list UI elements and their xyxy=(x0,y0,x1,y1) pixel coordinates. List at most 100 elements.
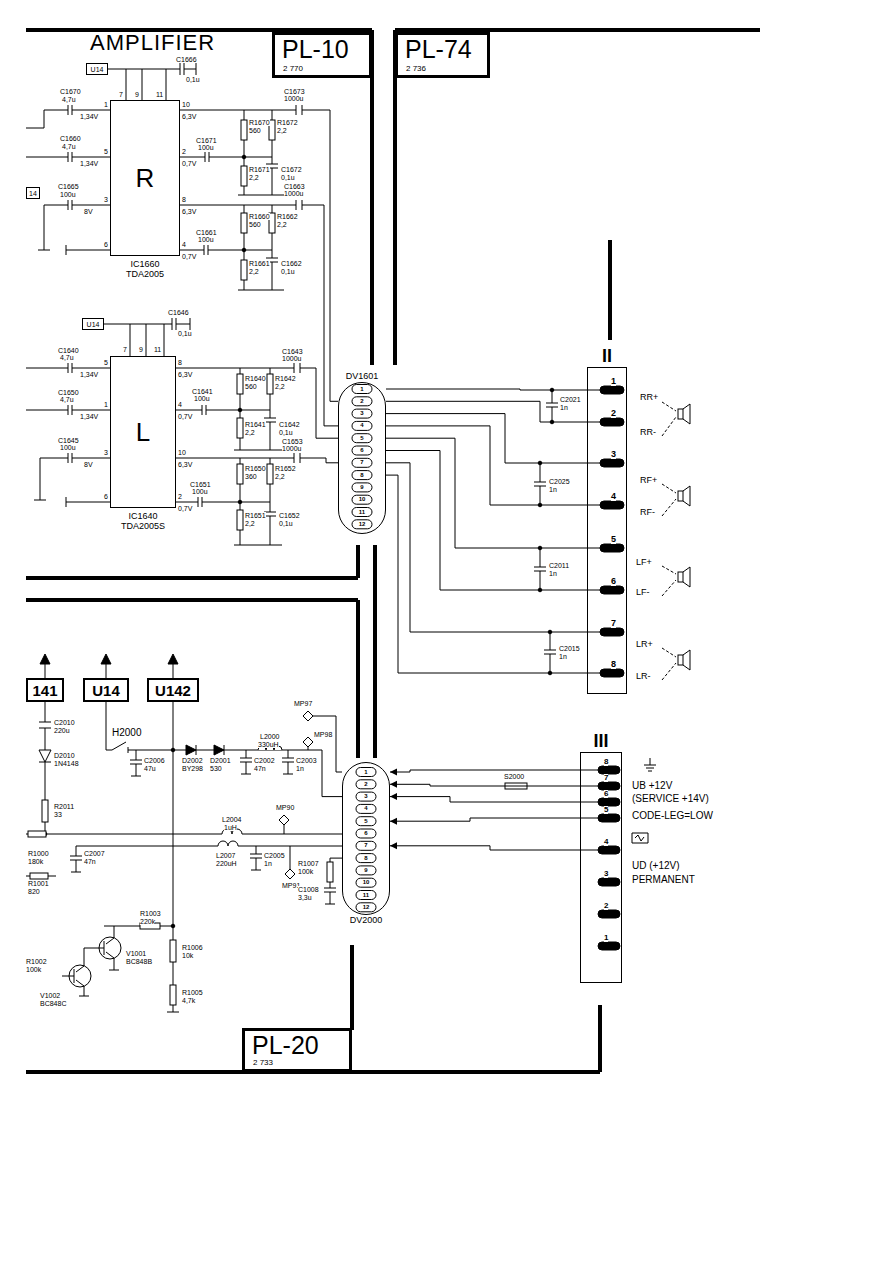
wire-connector xyxy=(386,389,587,390)
junction-dot xyxy=(242,248,246,252)
part-label: 3 xyxy=(104,449,108,456)
part-label: R1003 xyxy=(140,910,161,917)
resistor-symbol xyxy=(237,120,275,530)
part-label: 0,7V xyxy=(182,253,196,260)
connector-pad xyxy=(598,878,620,886)
part-label: LF+ xyxy=(636,558,652,567)
capacitor-symbol xyxy=(68,63,558,673)
pin-number: 5 xyxy=(604,806,608,814)
connector-pad xyxy=(352,483,372,492)
wire-connector xyxy=(390,769,580,776)
pin-number: 6 xyxy=(604,790,608,798)
part-label: R1642 xyxy=(275,375,296,382)
arrowhead xyxy=(390,781,397,788)
pin-number: 6 xyxy=(611,577,616,586)
part-label: C2006 xyxy=(144,757,165,764)
part-label: 2,2 xyxy=(245,429,255,436)
component-symbol xyxy=(186,745,224,755)
part-label: R1006 xyxy=(182,944,203,951)
speaker-symbol xyxy=(662,402,690,680)
wire xyxy=(390,797,580,802)
wire xyxy=(386,475,587,673)
connector-pad xyxy=(352,434,372,443)
part-label: 7 xyxy=(123,346,127,353)
component-symbol xyxy=(28,711,656,1005)
part-label: 0,7V xyxy=(178,505,192,512)
part-label: 100u xyxy=(198,236,214,243)
node-text: PL-74 xyxy=(405,37,472,62)
part-label: LR- xyxy=(636,672,651,681)
part-label: R1662 xyxy=(277,213,298,220)
connector-pad xyxy=(587,390,600,673)
wire xyxy=(26,318,338,545)
pin-number: 7 xyxy=(604,774,608,782)
wire-connector xyxy=(386,475,587,673)
part-label: 530 xyxy=(210,765,222,772)
resistor-symbol xyxy=(267,464,273,484)
connector-pad xyxy=(598,766,620,774)
arrowhead xyxy=(390,818,397,825)
part-label: 1,34V xyxy=(80,113,98,120)
connector-pad xyxy=(352,508,372,517)
part-label: C1646 xyxy=(168,309,189,316)
part-label: C1662 xyxy=(281,260,302,267)
part-label: 9 xyxy=(139,346,143,353)
resistor-symbol xyxy=(241,166,247,186)
part-label: C2015 xyxy=(559,645,580,652)
part-label: 5 xyxy=(104,148,108,155)
wire xyxy=(390,784,580,786)
part-label: 1000u xyxy=(284,95,303,102)
resistor-symbol xyxy=(237,510,243,530)
node-heading: 2 733 xyxy=(253,1059,273,1067)
part-label: 2,2 xyxy=(245,520,255,527)
part-label: R1002 xyxy=(26,958,47,965)
pin-number: 9 xyxy=(364,867,367,873)
capacitor-symbol xyxy=(68,318,300,516)
part-label: 47n xyxy=(254,765,266,772)
part-label: V1001 xyxy=(126,950,146,957)
component-symbol xyxy=(69,965,91,987)
pin-number: 2 xyxy=(611,409,616,418)
speaker-symbol xyxy=(683,404,690,424)
part-label: C2005 xyxy=(264,852,285,859)
node-text: III xyxy=(593,732,608,750)
node-heading: IC1640 TDA2005S xyxy=(121,511,165,532)
connector-pad xyxy=(356,891,376,900)
node-text: II xyxy=(602,347,612,365)
part-label: 1,34V xyxy=(80,371,98,378)
part-label: H2000 xyxy=(112,728,141,738)
wire xyxy=(390,846,580,850)
pin-number: 8 xyxy=(611,660,616,669)
wire-connector xyxy=(390,781,580,788)
part-label: LF- xyxy=(636,588,650,597)
part-label: 6,3V xyxy=(178,461,192,468)
part-label: 0,1u xyxy=(178,330,192,337)
supply-box: U14 xyxy=(86,63,108,75)
part-label: (SERVICE +14V) xyxy=(632,794,709,804)
supply-box: 141 xyxy=(26,678,64,702)
part-label: C1640 xyxy=(58,347,79,354)
part-label: 1,34V xyxy=(80,413,98,420)
part-label: 2,2 xyxy=(249,174,259,181)
wire xyxy=(390,770,580,772)
resistor-symbol xyxy=(237,418,243,438)
wire xyxy=(39,702,342,834)
node-text: PL-10 xyxy=(282,37,349,62)
component-symbol xyxy=(30,873,48,879)
pin-number: 3 xyxy=(611,450,616,459)
pin-number: 7 xyxy=(364,842,367,848)
connector-pad xyxy=(356,841,376,850)
junction-dot xyxy=(43,155,554,928)
pin-number: 5 xyxy=(611,535,616,544)
part-label: RF+ xyxy=(640,476,657,485)
part-label: 0,1u xyxy=(186,76,200,83)
node-heading: 2 770 xyxy=(283,65,303,73)
pin-number: 10 xyxy=(359,496,366,502)
part-label: D2001 xyxy=(210,757,231,764)
connector-pad xyxy=(598,798,620,806)
pin-number: 12 xyxy=(359,521,366,527)
resistor-symbol xyxy=(241,120,247,140)
board-tag: PL-202 733 xyxy=(242,1028,352,1072)
connector-pad xyxy=(598,846,620,854)
component-symbol xyxy=(196,745,224,755)
